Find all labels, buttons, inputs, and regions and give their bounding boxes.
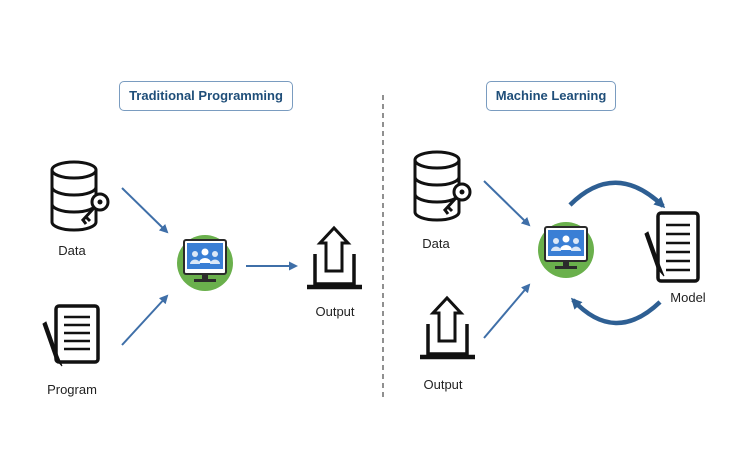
computer-icon [177, 235, 233, 291]
arrow-data-to-computer [483, 180, 531, 227]
machine-learning-title: Machine Learning [486, 81, 616, 111]
program-label: Program [47, 382, 97, 397]
traditional-programming-title: Traditional Programming [119, 81, 293, 111]
arrow-output-to-computer [483, 283, 531, 339]
model-document-icon [644, 211, 700, 283]
program-document-icon [42, 304, 100, 367]
curved-arrow-model-to-computer [570, 297, 662, 326]
output-tray-icon [307, 225, 362, 290]
arrow-program-to-computer [121, 294, 169, 346]
output-label: Output [423, 377, 463, 392]
model-label: Model [670, 290, 706, 305]
computer-icon [538, 222, 594, 278]
output-tray-icon [420, 295, 475, 360]
database-key-icon [413, 150, 472, 222]
data-label: Data [422, 236, 450, 251]
arrow-data-to-computer [121, 187, 169, 234]
curved-arrow-computer-to-model [568, 180, 666, 209]
output-label: Output [315, 304, 355, 319]
data-label: Data [58, 243, 86, 258]
database-key-icon [50, 160, 110, 232]
